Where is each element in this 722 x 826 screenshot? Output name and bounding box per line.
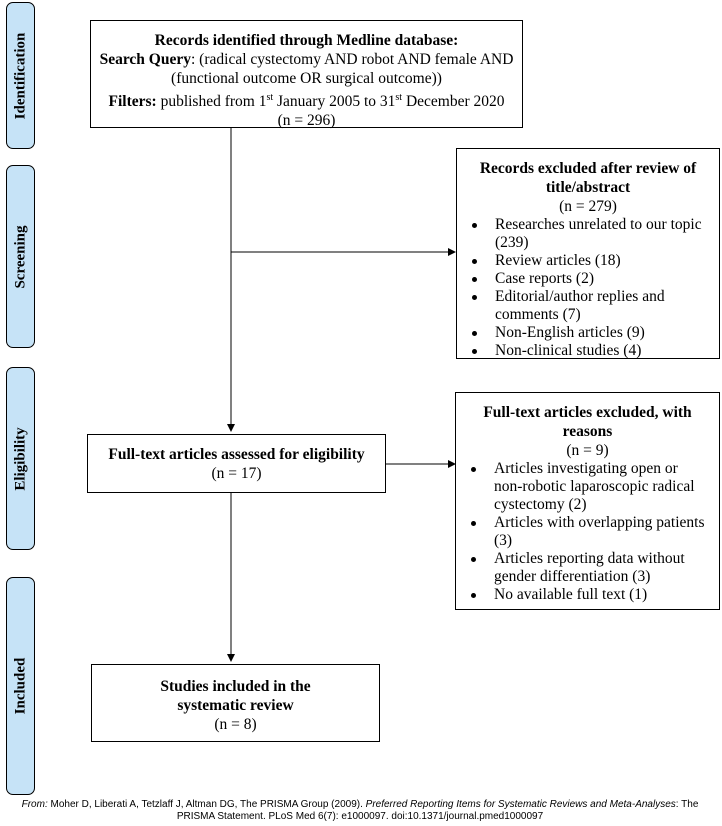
footer-from: From: [21, 799, 48, 810]
footer-rest: : The PRISMA Statement. PLoS Med 6(7): e… [176, 799, 699, 822]
screening-excluded-box: Records excluded after review of title/a… [456, 148, 720, 359]
fulltext-excluded-count: (n = 9) [566, 442, 609, 459]
eligibility-count: (n = 17) [211, 465, 262, 482]
list-item: Non-English articles (9) [472, 324, 709, 342]
query-label: Search Query [99, 51, 191, 68]
filters-label: Filters: [108, 93, 157, 111]
filters-text-pre: published from 1 [156, 93, 267, 111]
identification-count: (n = 296) [277, 112, 336, 130]
list-item: Articles reporting data without gender d… [471, 550, 709, 586]
list-item: Articles with overlapping patients (3) [471, 514, 709, 550]
footer-title: Preferred Reporting Items for Systematic… [365, 799, 676, 810]
fulltext-excluded-box: Full-text articles excluded, with reason… [455, 392, 720, 610]
filters-text-post: December 2020 [402, 93, 505, 111]
query-text: : (radical cystectomy AND robot AND fema… [171, 51, 514, 87]
included-box: Studies included in the systematic revie… [91, 664, 380, 742]
list-item: Non-clinical studies (4) [472, 342, 709, 360]
list-item: Articles investigating open or non-robot… [471, 460, 709, 514]
list-item: Review articles (18) [472, 252, 709, 270]
eligibility-title: Full-text articles assessed for eligibil… [108, 446, 365, 463]
filters-text-mid: January 2005 to 31 [273, 93, 396, 111]
list-item: Case reports (2) [472, 270, 709, 288]
filters-sup-1: st [266, 92, 274, 103]
screening-excluded-list: Researches unrelated to our topic (239) … [467, 216, 709, 360]
citation-footer: From: Moher D, Liberati A, Tetzlaff J, A… [10, 799, 710, 823]
screening-excluded-title: Records excluded after review of title/a… [479, 160, 697, 196]
phase-screening: Screening [6, 165, 35, 348]
eligibility-box: Full-text articles assessed for eligibil… [87, 434, 386, 493]
screening-excluded-count: (n = 279) [559, 198, 617, 215]
filters: Filters: published from 1st January 2005… [99, 88, 514, 111]
footer-authors: Moher D, Liberati A, Tetzlaff J, Altman … [50, 799, 366, 810]
filters-sup-2: st [395, 92, 403, 103]
phase-identification: Identification [6, 2, 35, 149]
fulltext-excluded-list: Articles investigating open or non-robot… [466, 460, 709, 604]
search-query: Search Query: (radical cystectomy AND ro… [99, 50, 514, 88]
identification-title: Records identified through Medline datab… [154, 32, 459, 49]
list-item: Editorial/author replies and comments (7… [472, 288, 709, 324]
included-count: (n = 8) [214, 716, 257, 733]
phase-included: Included [6, 577, 35, 795]
included-title: Studies included in the systematic revie… [160, 678, 311, 714]
phase-eligibility: Eligibility [6, 367, 35, 550]
fulltext-excluded-title: Full-text articles excluded, with reason… [483, 404, 692, 440]
list-item: No available full text (1) [471, 586, 709, 604]
list-item: Researches unrelated to our topic (239) [472, 216, 709, 252]
identification-box: Records identified through Medline datab… [90, 20, 523, 130]
